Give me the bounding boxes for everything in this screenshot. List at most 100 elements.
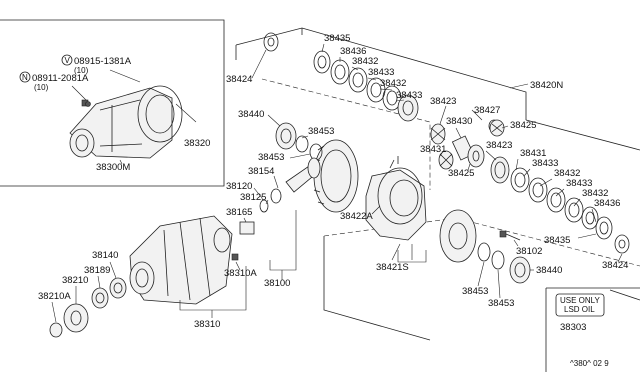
bolt-38102-head	[499, 230, 507, 238]
nut-n-qty: (10)	[34, 83, 49, 92]
callout-38435-right: 38435	[544, 235, 570, 246]
leader-38440-upper	[267, 114, 281, 127]
shim-38453-lower-b	[491, 250, 505, 270]
nut-n-symbol: N	[22, 73, 28, 82]
callout-38440-lower: 38440	[536, 265, 562, 276]
bolt-38310A	[231, 253, 239, 261]
carrier-rear-flange	[213, 227, 231, 253]
callout-38435-top: 38435	[324, 33, 350, 44]
bolt-v-symbol: V	[65, 56, 71, 65]
callout-38303: 38303	[560, 322, 586, 333]
leader-38125	[265, 199, 269, 205]
inset-box	[0, 19, 225, 187]
callout-38210A: 38210A	[38, 291, 71, 302]
leader-38453-lower-a	[477, 261, 485, 287]
leader-38140	[109, 261, 117, 279]
seal-38189	[91, 287, 109, 309]
part-38424-bottom	[614, 234, 630, 254]
callout-38425-top: 38425	[510, 120, 536, 131]
leader-38102	[513, 239, 519, 247]
bearing-38440-upper	[275, 122, 297, 150]
callout-38453-lower-b: 38453	[488, 298, 514, 309]
callout-38320: 38320	[184, 138, 210, 149]
carrier-front-opening	[129, 261, 155, 295]
callout-38424-top: 38424	[226, 74, 252, 85]
pinion-gear-lower	[438, 144, 485, 170]
callout-38165: 38165	[226, 207, 252, 218]
callout-38432-right-b: 38432	[582, 188, 608, 199]
callout-38433-top-b: 38433	[396, 90, 422, 101]
lsd-label-line1: USE ONLY	[560, 296, 601, 305]
clutch-plates-upper	[313, 50, 419, 122]
callout-38421S: 38421S	[376, 262, 409, 273]
nut-38210A	[49, 322, 63, 338]
diff-case	[365, 156, 427, 241]
callout-38436-right: 38436	[594, 198, 620, 209]
washer-38125	[259, 199, 269, 213]
callout-38300M: 38300M	[96, 162, 130, 173]
carrier-ribs	[163, 217, 211, 301]
callout-38433-right-b: 38433	[566, 178, 592, 189]
kit-outline	[235, 27, 640, 341]
bolt-38102	[505, 233, 521, 241]
callout-38453-lower-a: 38453	[462, 286, 488, 297]
callout-38424-bottom: 38424	[602, 260, 628, 271]
leader-38453-upper-a	[301, 135, 309, 139]
diagram-code: ^380^ 02 9	[570, 359, 609, 368]
spacer-38154	[270, 188, 282, 204]
bearing-38440-lower-bore	[514, 262, 526, 278]
shim-38453-lower-a	[477, 242, 491, 262]
callout-38427: 38427	[474, 105, 500, 116]
leader-38210A	[51, 301, 57, 323]
callout-38210: 38210	[62, 275, 88, 286]
callout-38430: 38430	[446, 116, 472, 127]
leader-38310A	[235, 261, 241, 271]
callout-38100: 38100	[264, 278, 290, 289]
leader-38189	[97, 275, 101, 289]
leader-38154	[273, 175, 279, 189]
callout-38422A: 38422A	[340, 211, 373, 222]
leader-38453-upper-b	[289, 153, 311, 159]
bracket-38421S	[397, 250, 427, 263]
side-gear-upper	[430, 123, 446, 145]
bolt-v-qty: (10)	[74, 66, 89, 75]
callout-38125: 38125	[240, 192, 266, 203]
callout-38431-left: 38431	[420, 144, 446, 155]
callout-38310: 38310	[194, 319, 220, 330]
ring-gear	[312, 139, 359, 213]
inset-carrier-assembly	[69, 85, 197, 159]
callout-38189: 38189	[84, 265, 110, 276]
flange-38210	[63, 303, 89, 333]
callout-38433-top-a: 38433	[368, 67, 394, 78]
callout-38436-top: 38436	[340, 46, 366, 57]
leader-38453-lower-b	[497, 269, 501, 299]
lsd-label-line2: LSD OIL	[564, 305, 595, 314]
callout-38432-top-b: 38432	[380, 78, 406, 89]
seal-38189-bore	[95, 292, 105, 304]
callout-38433-right-a: 38433	[532, 158, 558, 169]
bracket-38100	[269, 210, 297, 280]
callout-38453-upper-b: 38453	[258, 152, 284, 163]
nut-n-code: 08911-2081A	[32, 73, 89, 84]
callout-38120: 38120	[226, 181, 252, 192]
callout-38310A: 38310A	[224, 268, 257, 279]
leader-38120	[253, 187, 263, 199]
bearing-38140-bore	[113, 282, 123, 294]
callout-38140: 38140	[92, 250, 118, 261]
callout-38440-upper: 38440	[238, 109, 264, 120]
clutch-plates-lower	[490, 156, 613, 240]
collar-38165	[239, 221, 255, 235]
part-38424-top	[263, 32, 279, 52]
callout-38420N: 38420N	[530, 80, 563, 91]
bearing-38440-lower	[509, 256, 531, 284]
bearing-38440-upper-bore	[280, 128, 292, 144]
callout-38423-top: 38423	[430, 96, 456, 107]
bolt-v-code: 08915-1381A	[74, 56, 132, 67]
callout-38431-right: 38431	[520, 148, 546, 159]
shim-38453-upper-a	[295, 135, 309, 153]
drive-pinion-gear	[307, 157, 321, 179]
callout-38432-top-a: 38432	[352, 56, 378, 67]
diff-flange-lower-bore	[448, 222, 468, 250]
